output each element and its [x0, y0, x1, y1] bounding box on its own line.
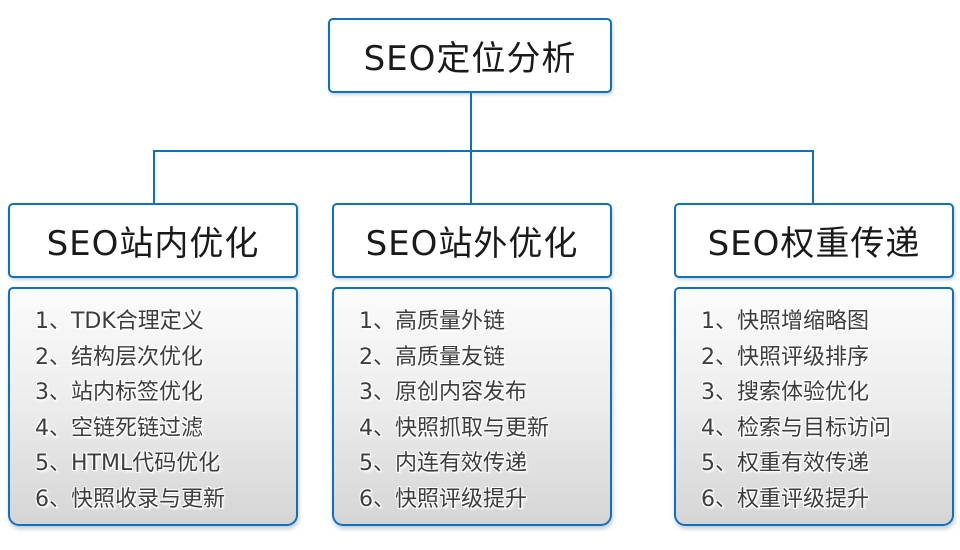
column-offsite-header: SEO站外优化 [332, 203, 612, 278]
list-item: 6、权重评级提升 [701, 486, 869, 512]
list-item: 6、快照收录与更新 [35, 486, 225, 512]
list-item: 2、高质量友链 [359, 344, 505, 370]
column-offsite-title: SEO站外优化 [365, 224, 579, 264]
list-item: 3、站内标签优化 [35, 380, 203, 405]
list-item: 3、原创内容发布 [359, 380, 527, 405]
list-item: 5、权重有效传递 [701, 451, 869, 476]
connector-root-vertical [470, 93, 472, 151]
list-item: 1、TDK合理定义 [35, 309, 204, 334]
list-item: 5、内连有效传递 [359, 451, 527, 476]
column-weight-list: 1、快照增缩略图 2、快照评级排序 3、搜索体验优化 4、检索与目标访问 5、权重有效传… [676, 289, 952, 517]
connector-right-vertical [812, 150, 814, 203]
connector-middle-vertical [470, 150, 472, 203]
column-onsite-header: SEO站内优化 [8, 203, 298, 278]
column-weight-header: SEO权重传递 [674, 203, 954, 278]
list-item: 6、快照评级提升 [359, 486, 527, 512]
connector-branch-horizontal [153, 150, 814, 152]
root-node-title: SEO定位分析 [363, 39, 577, 79]
root-node: SEO定位分析 [328, 18, 612, 93]
column-weight-title: SEO权重传递 [707, 224, 921, 264]
column-onsite-title: SEO站内优化 [46, 224, 260, 264]
list-item: 2、快照评级排序 [701, 344, 869, 370]
column-offsite-list-panel: 1、高质量外链 2、高质量友链 3、原创内容发布 4、快照抓取与更新 5、内连有效传递 6… [332, 287, 612, 526]
list-item: 4、快照抓取与更新 [359, 415, 549, 441]
list-item: 4、空链死链过滤 [35, 415, 203, 441]
column-onsite-list-panel: 1、TDK合理定义 2、结构层次优化 3、站内标签优化 4、空链死链过滤 5、HTML代… [8, 287, 298, 526]
column-onsite-list: 1、TDK合理定义 2、结构层次优化 3、站内标签优化 4、空链死链过滤 5、HTML代… [10, 289, 296, 517]
list-item: 3、搜索体验优化 [701, 380, 869, 405]
list-item: 1、高质量外链 [359, 309, 505, 334]
column-offsite-list: 1、高质量外链 2、高质量友链 3、原创内容发布 4、快照抓取与更新 5、内连有效传递 6… [334, 289, 610, 517]
column-weight-list-panel: 1、快照增缩略图 2、快照评级排序 3、搜索体验优化 4、检索与目标访问 5、权重有效传… [674, 287, 954, 526]
list-item: 5、HTML代码优化 [35, 451, 221, 476]
list-item: 2、结构层次优化 [35, 344, 203, 370]
list-item: 4、检索与目标访问 [701, 415, 891, 441]
connector-left-vertical [153, 150, 155, 203]
list-item: 1、快照增缩略图 [701, 309, 869, 334]
